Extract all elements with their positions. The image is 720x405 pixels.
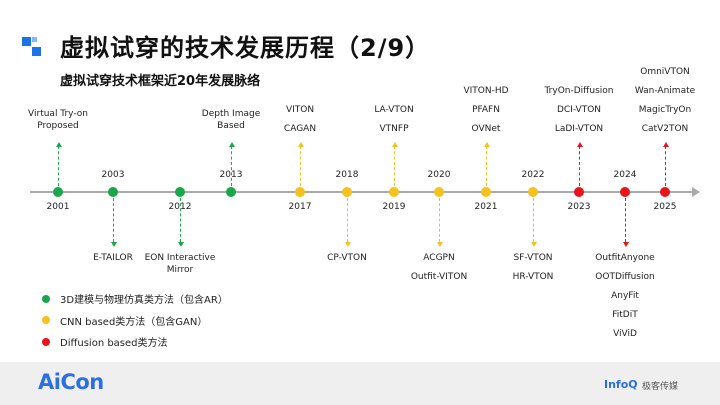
method-label: CAGAN	[283, 124, 317, 134]
page-subtitle: 虚拟试穿技术框架近20年发展脉络	[60, 74, 261, 89]
legend-label: 3D建模与物理仿真类方法（包含AR）	[60, 295, 228, 306]
legend-dot-icon	[42, 337, 50, 346]
method-label: ViViD	[613, 329, 637, 339]
timeline-node	[175, 187, 185, 197]
method-label: Outfit-VITON	[410, 272, 468, 282]
dashed-connector	[347, 198, 348, 242]
method-label: VITON-HD	[463, 86, 509, 96]
legend-dot-icon	[42, 316, 50, 324]
method-label: TryOn-Diffusion	[544, 86, 614, 96]
year-label: 2022	[521, 170, 545, 180]
method-label: CatV2TON	[641, 124, 689, 134]
legend-item: CNN based类方法（包含GAN）	[42, 313, 207, 328]
timeline-axis	[30, 191, 694, 193]
method-label: E-TAILOR	[93, 253, 133, 263]
method-label: Wan-Animate	[634, 86, 696, 96]
method-label: Mirror	[166, 265, 194, 275]
method-label: Depth Image	[201, 109, 261, 119]
method-label: Based	[217, 121, 245, 131]
year-label: 2018	[335, 170, 359, 180]
timeline-node	[434, 187, 444, 197]
timeline-node	[108, 187, 118, 197]
timeline-node	[620, 187, 630, 197]
arrow-up-icon	[662, 142, 669, 147]
dashed-connector	[486, 146, 487, 186]
dashed-connector	[665, 146, 666, 186]
year-label: 2019	[382, 202, 406, 212]
method-label: Proposed	[37, 121, 79, 131]
arrow-up-icon	[483, 142, 490, 147]
dashed-connector	[439, 198, 440, 242]
method-label: LaDI-VTON	[554, 124, 604, 134]
arrow-up-icon	[297, 142, 304, 147]
arrow-up-icon	[228, 142, 235, 147]
arrow-down-icon	[110, 242, 117, 247]
method-label: AnyFit	[611, 291, 639, 301]
dashed-connector	[58, 146, 59, 186]
year-label: 2025	[653, 202, 677, 212]
method-label: VTNFP	[379, 124, 409, 134]
legend-dot-icon	[42, 294, 50, 303]
method-label: OOTDiffusion	[595, 272, 655, 282]
method-label: PFAFN	[472, 105, 500, 115]
page-title: 虚拟试穿的技术发展历程（2/9）	[60, 34, 431, 62]
year-label: 2020	[427, 170, 451, 180]
year-label: 2001	[46, 202, 70, 212]
method-label: DCI-VTON	[556, 105, 602, 115]
method-label: OutfitAnyone	[595, 253, 655, 263]
aicon-logo: AiCon	[38, 370, 104, 394]
timeline-node	[481, 187, 491, 197]
year-label: 2021	[474, 202, 498, 212]
dashed-connector	[300, 146, 301, 186]
infoq-logo-cn: 极客传媒	[642, 382, 679, 392]
dashed-connector	[113, 198, 114, 242]
dashed-connector	[625, 198, 626, 242]
year-label: 2003	[101, 170, 125, 180]
arrow-down-icon	[622, 242, 629, 247]
arrow-down-icon	[344, 242, 351, 247]
legend-label: Diffusion based类方法	[60, 338, 168, 349]
infoq-logo: InfoQ	[604, 378, 638, 391]
arrow-up-icon	[576, 142, 583, 147]
year-label: 2023	[567, 202, 591, 212]
method-label: MagicTryOn	[638, 105, 692, 115]
timeline-node	[226, 187, 236, 197]
arrow-up-icon	[55, 142, 62, 147]
method-label: CP-VTON	[327, 253, 367, 263]
method-label: SF-VTON	[513, 253, 553, 263]
timeline-node	[528, 187, 538, 197]
arrow-down-icon	[530, 242, 537, 247]
method-label: LA-VTON	[374, 105, 414, 115]
dashed-connector	[180, 198, 181, 242]
timeline-node	[295, 187, 305, 197]
method-label: FitDiT	[612, 310, 638, 320]
dashed-connector	[394, 146, 395, 186]
method-label: OVNet	[471, 124, 501, 134]
method-label: ACGPN	[423, 253, 455, 263]
method-label: HR-VTON	[512, 272, 554, 282]
arrow-up-icon	[391, 142, 398, 147]
dashed-connector	[231, 146, 232, 186]
arrow-down-icon	[436, 242, 443, 247]
dashed-connector	[533, 198, 534, 242]
method-label: OmniVTON	[640, 67, 690, 77]
arrow-down-icon	[177, 242, 184, 247]
axis-arrow-icon	[692, 187, 700, 197]
legend-item: 3D建模与物理仿真类方法（包含AR）	[42, 291, 228, 306]
timeline-node	[389, 187, 399, 197]
timeline-node	[342, 187, 352, 197]
timeline-node	[53, 187, 63, 197]
method-label: Virtual Try-on	[28, 109, 88, 119]
legend-item: Diffusion based类方法	[42, 334, 168, 349]
timeline-node	[660, 187, 670, 197]
legend-label: CNN based类方法（包含GAN）	[60, 316, 208, 328]
footer	[0, 362, 720, 405]
dashed-connector	[579, 146, 580, 186]
method-label: EON Interactive	[144, 253, 216, 263]
year-label: 2017	[288, 202, 312, 212]
timeline-node	[574, 187, 584, 197]
year-label: 2024	[613, 170, 637, 180]
method-label: VITON	[285, 105, 315, 115]
